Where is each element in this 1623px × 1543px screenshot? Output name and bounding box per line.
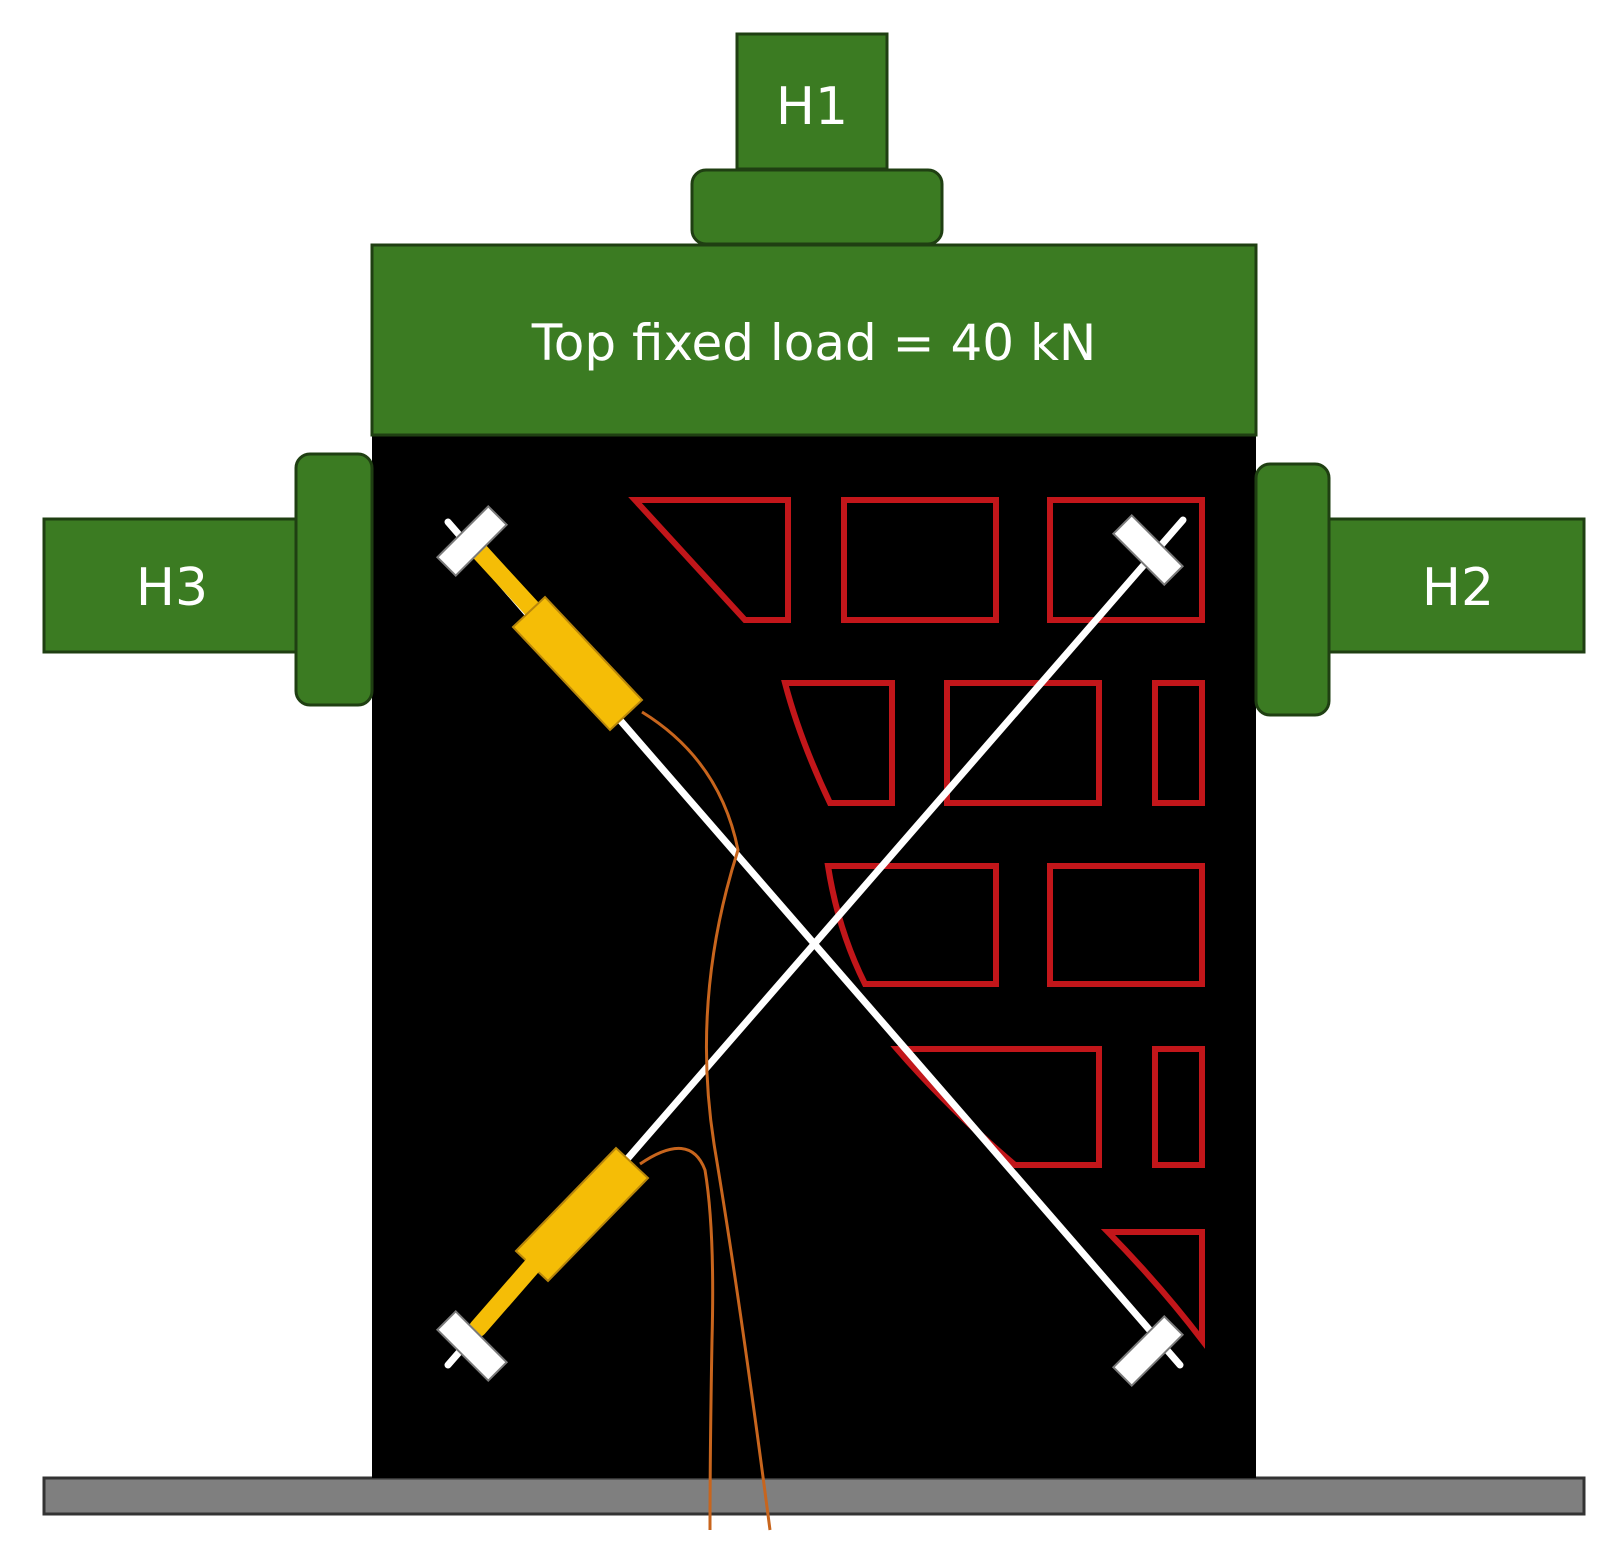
top-load-label: Top fixed load = 40 kN [531, 314, 1097, 372]
actuator-h3-body [42, 517, 298, 654]
actuator-h3: H3 [42, 452, 374, 707]
opening-r2-c1 [781, 680, 895, 806]
opening-r3-c2 [1047, 863, 1205, 987]
actuator-h1: H1 [690, 32, 944, 246]
opening-r1-c3 [1047, 497, 1205, 623]
clamps [435, 504, 1185, 1388]
lvdt-top-left-stem [471, 543, 544, 621]
actuator-h1-body [735, 32, 889, 171]
actuator-h2-head [1254, 462, 1331, 717]
lvdt-top-left [471, 543, 644, 732]
actuator-h3-head [294, 452, 374, 707]
actuator-h2: H2 [1254, 462, 1586, 717]
clamp-top-right [1111, 513, 1185, 587]
lvdt-top-left-body [511, 595, 644, 732]
clamp-bottom-right [1111, 1314, 1185, 1388]
actuator-h1-label: H1 [776, 77, 848, 137]
lvdt-bottom-left [469, 1146, 650, 1337]
opening-r2-c3 [1152, 680, 1205, 806]
cable-from-bottom-lvdt [639, 1147, 715, 1531]
clamp-top-left [435, 504, 509, 578]
opening-r1-c2 [841, 497, 999, 623]
opening-r4-c2 [1152, 1046, 1205, 1168]
opening-r3-c1 [824, 863, 999, 987]
lvdt-bottom-left-stem [469, 1256, 542, 1337]
lvdt-cables [639, 710, 772, 1531]
opening-r5-c1 [1100, 1229, 1205, 1349]
top-load-beam: Top fixed load = 40 kN [370, 243, 1258, 437]
cable-from-top-lvdt [641, 710, 772, 1531]
actuator-h3-label: H3 [136, 558, 208, 618]
opening-r1-c1 [628, 497, 791, 623]
actuator-h2-body [1327, 517, 1586, 654]
actuator-h2-label: H2 [1422, 558, 1494, 618]
base-plate [42, 1476, 1586, 1516]
top-load-beam-body [370, 243, 1258, 437]
clamp-bottom-left [435, 1309, 509, 1383]
actuator-h1-head [690, 168, 944, 246]
